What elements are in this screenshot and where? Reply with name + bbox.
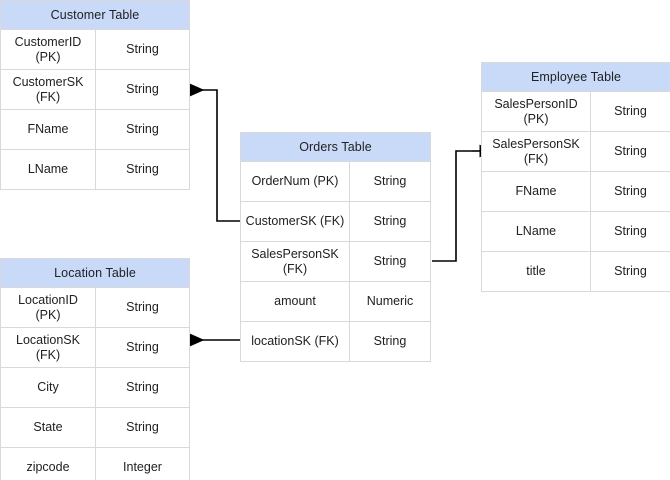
field-name: LocationSK (FK) xyxy=(0,328,95,368)
field-type: String xyxy=(590,252,670,292)
field-name: SalesPersonSK (FK) xyxy=(240,242,349,282)
field-type: String xyxy=(95,288,190,328)
field-name: FName xyxy=(0,110,95,150)
entity-location-table-header: Location Table xyxy=(0,258,190,288)
field-type: String xyxy=(590,172,670,212)
table-row: LName String xyxy=(0,150,190,190)
field-name: CustomerSK (FK) xyxy=(0,70,95,110)
entity-customer-table-header: Customer Table xyxy=(0,0,190,30)
entity-orders-table-header: Orders Table xyxy=(240,132,431,162)
field-type: String xyxy=(590,132,670,172)
table-row: LocationSK (FK) String xyxy=(0,328,190,368)
field-type: String xyxy=(590,92,670,132)
entity-location-table[interactable]: Location Table LocationID (PK) String Lo… xyxy=(0,258,190,480)
table-row: LName String xyxy=(481,212,670,252)
entity-employee-table[interactable]: Employee Table SalesPersonID (PK) String… xyxy=(481,62,670,292)
table-row: FName String xyxy=(481,172,670,212)
field-name: State xyxy=(0,408,95,448)
table-row: SalesPersonSK (FK) String xyxy=(240,242,431,282)
field-type: String xyxy=(349,202,431,242)
connector-orders-customer xyxy=(190,83,240,222)
field-name: LocationID (PK) xyxy=(0,288,95,328)
field-type: String xyxy=(95,70,190,110)
field-name: CustomerID (PK) xyxy=(0,30,95,70)
field-name: SalesPersonID (PK) xyxy=(481,92,590,132)
field-type: Numeric xyxy=(349,282,431,322)
field-name: CustomerSK (FK) xyxy=(240,202,349,242)
field-name: FName xyxy=(481,172,590,212)
table-row: OrderNum (PK) String xyxy=(240,162,431,202)
field-type: String xyxy=(95,328,190,368)
field-type: String xyxy=(95,110,190,150)
field-name: SalesPersonSK (FK) xyxy=(481,132,590,172)
table-row: LocationID (PK) String xyxy=(0,288,190,328)
field-name: title xyxy=(481,252,590,292)
field-name: LName xyxy=(0,150,95,190)
table-row: amount Numeric xyxy=(240,282,431,322)
field-name: locationSK (FK) xyxy=(240,322,349,362)
field-type: String xyxy=(95,150,190,190)
entity-customer-table[interactable]: Customer Table CustomerID (PK) String Cu… xyxy=(0,0,190,190)
field-type: String xyxy=(349,322,431,362)
field-type: String xyxy=(590,212,670,252)
field-name: zipcode xyxy=(0,448,95,480)
table-row: CustomerID (PK) String xyxy=(0,30,190,70)
table-row: SalesPersonSK (FK) String xyxy=(481,132,670,172)
field-type: Integer xyxy=(95,448,190,480)
field-type: String xyxy=(95,368,190,408)
field-name: OrderNum (PK) xyxy=(240,162,349,202)
table-row: FName String xyxy=(0,110,190,150)
table-row: locationSK (FK) String xyxy=(240,322,431,362)
field-type: String xyxy=(95,408,190,448)
field-type: String xyxy=(349,162,431,202)
entity-employee-table-header: Employee Table xyxy=(481,62,670,92)
field-type: String xyxy=(95,30,190,70)
table-row: title String xyxy=(481,252,670,292)
table-row: City String xyxy=(0,368,190,408)
table-row: CustomerSK (FK) String xyxy=(240,202,431,242)
field-name: City xyxy=(0,368,95,408)
table-row: zipcode Integer xyxy=(0,448,190,480)
connector-orders-employee xyxy=(432,144,494,262)
field-type: String xyxy=(349,242,431,282)
field-name: amount xyxy=(240,282,349,322)
table-row: CustomerSK (FK) String xyxy=(0,70,190,110)
table-row: SalesPersonID (PK) String xyxy=(481,92,670,132)
entity-orders-table[interactable]: Orders Table OrderNum (PK) String Custom… xyxy=(240,132,431,362)
table-row: State String xyxy=(0,408,190,448)
field-name: LName xyxy=(481,212,590,252)
